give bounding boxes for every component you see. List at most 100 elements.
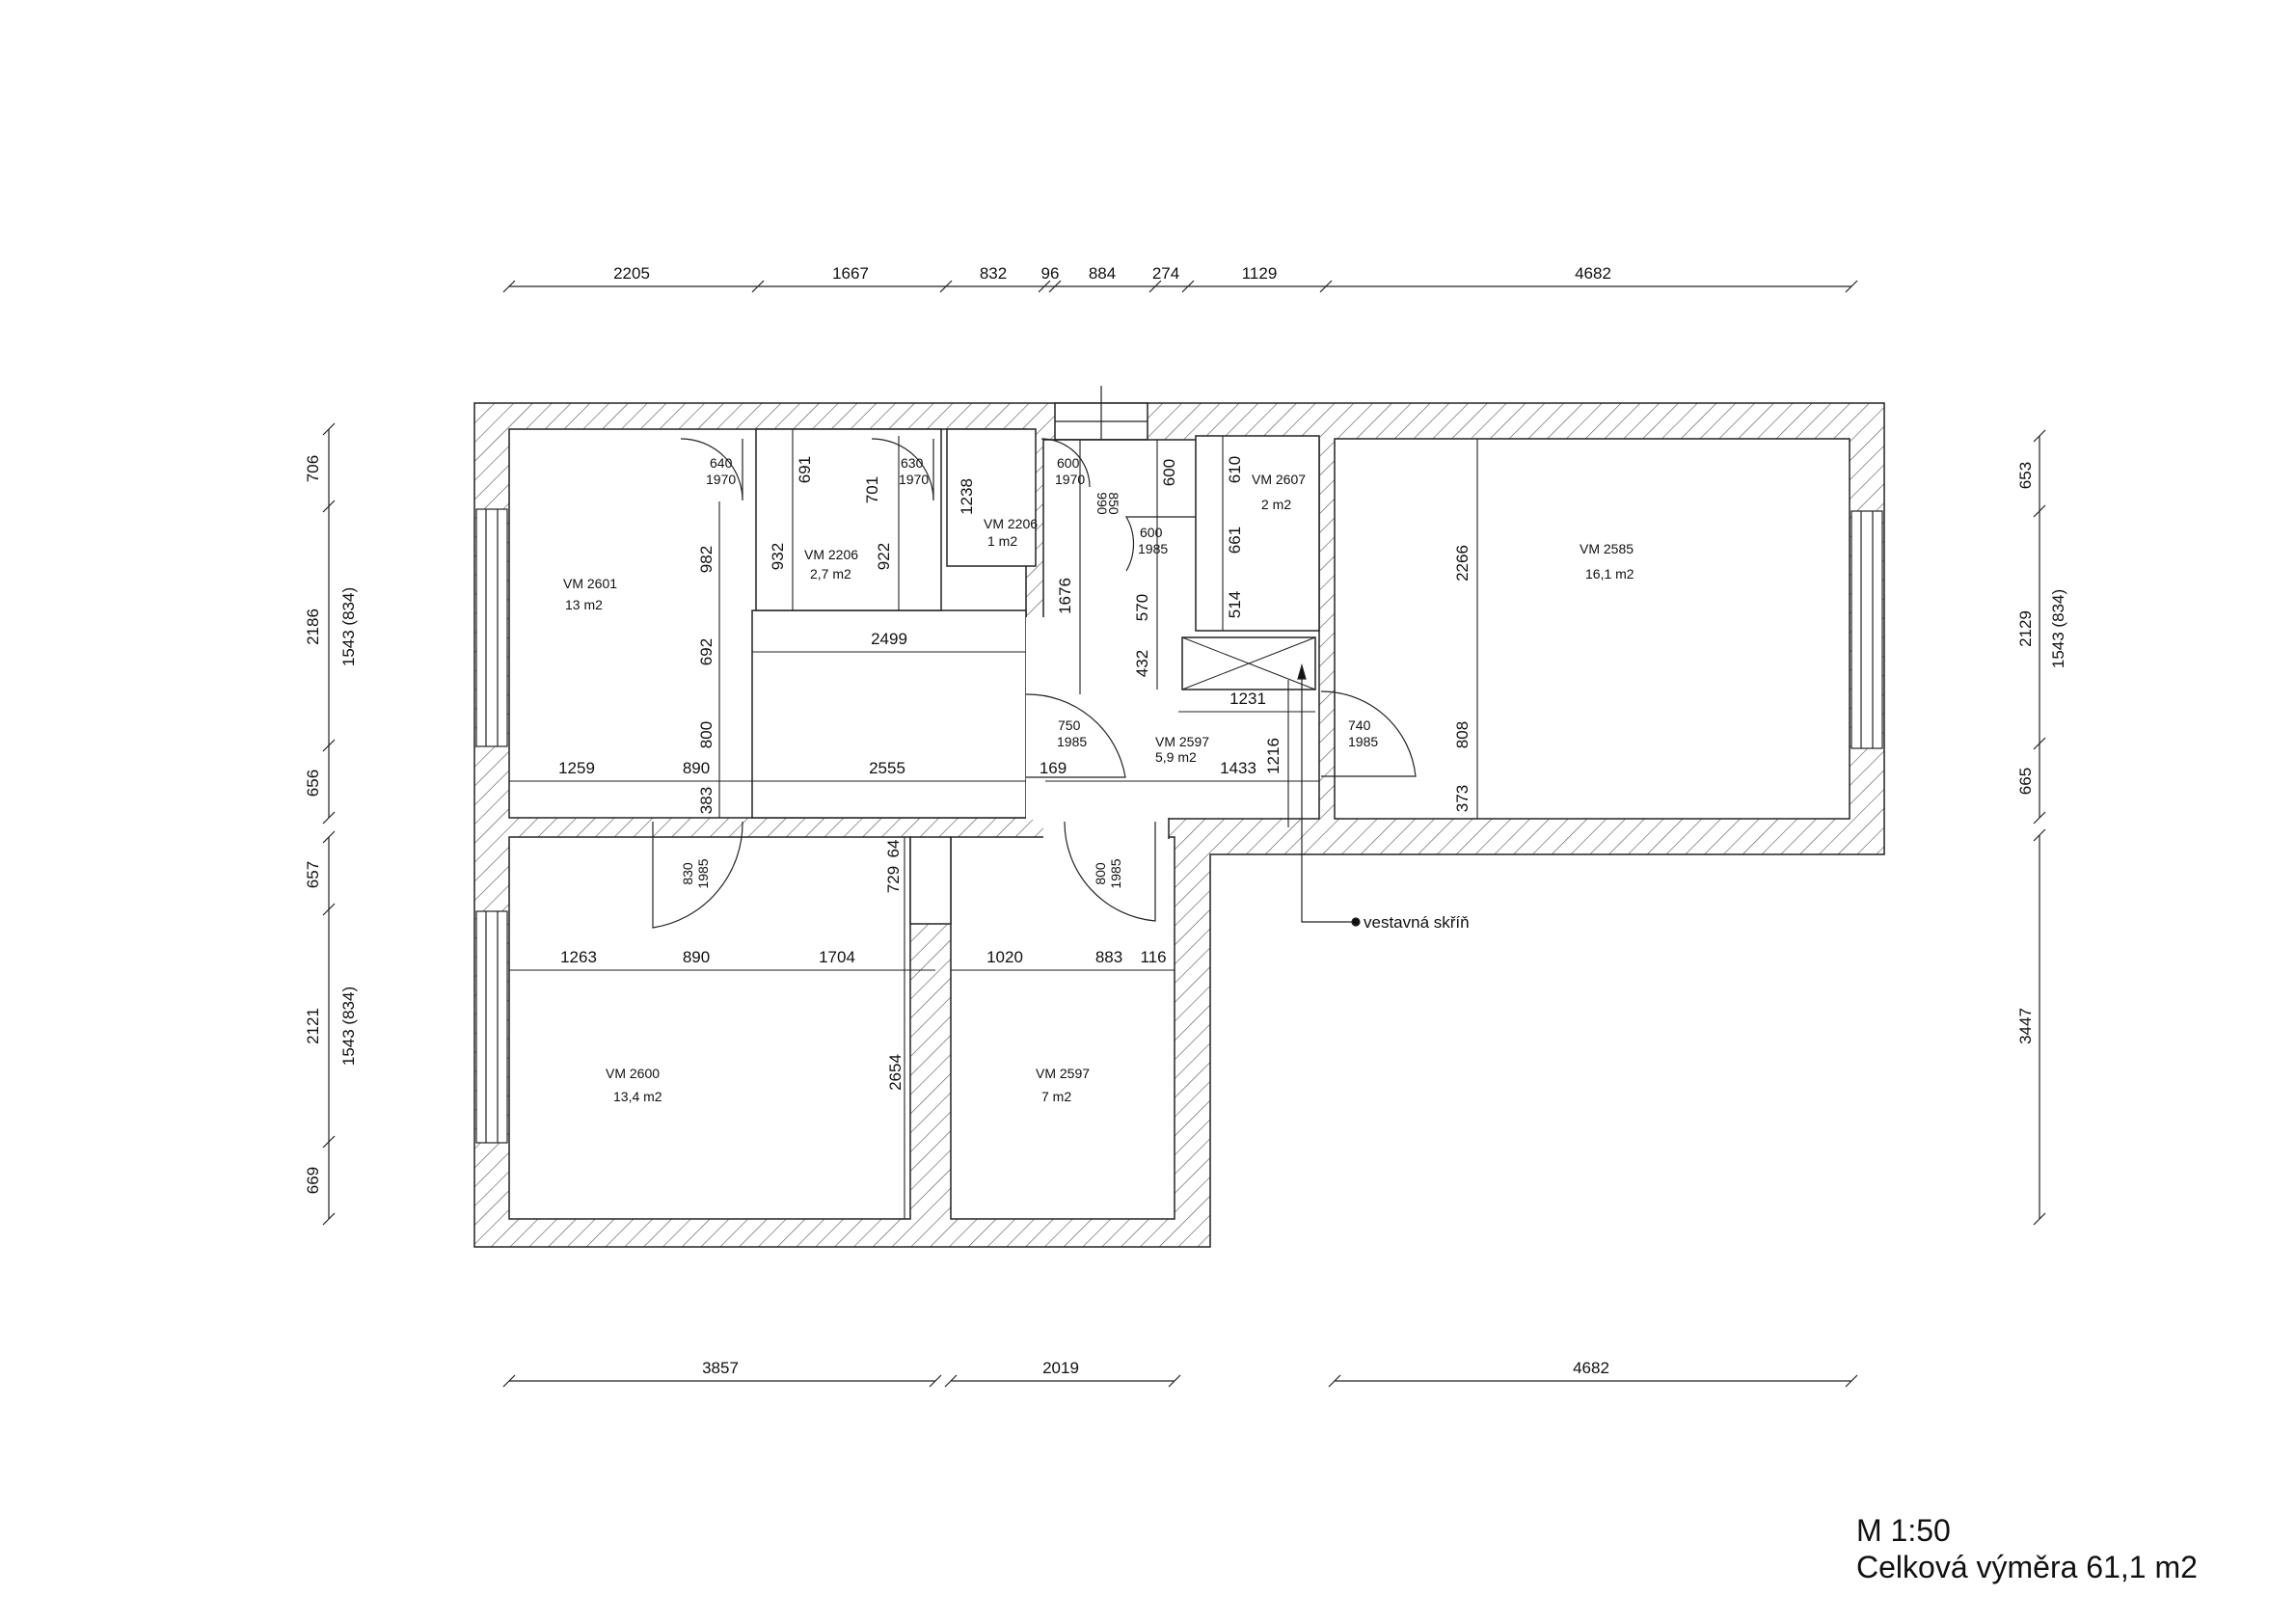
inner-dim: 1263	[560, 948, 597, 966]
door-height: 1985	[1138, 541, 1168, 556]
room-name: VM 2601	[563, 576, 617, 591]
top-dim: 832	[980, 264, 1007, 283]
inner-vertical-labels: 691 932 922 701 1238 990 850 600 610 661…	[697, 456, 1472, 1091]
inner-dim: 883	[1095, 948, 1122, 966]
room-area: 7 m2	[1041, 1089, 1071, 1104]
callout-label: vestavná skříň	[1364, 913, 1470, 932]
inner-dim: 1704	[819, 948, 855, 966]
room-vm2597-bottom	[950, 836, 1175, 1220]
room-area: 13,4 m2	[613, 1089, 662, 1104]
door-labels: 640 1970 630 1970 600 1970 600 1985 750 …	[680, 455, 1378, 889]
door-height: 1985	[695, 858, 711, 888]
room-name: VM 2206	[804, 547, 858, 562]
inner-dim: 1433	[1220, 759, 1256, 777]
right-dim: 665	[2016, 768, 2035, 795]
room-name: VM 2597	[1155, 734, 1209, 749]
left-dim: 657	[304, 861, 322, 888]
door-width: 750	[1058, 717, 1081, 733]
inner-dim: 1216	[1264, 738, 1283, 774]
room-labels: VM 2601 13 m2 VM 2206 2,7 m2 VM 2206 1 m…	[563, 472, 1634, 1104]
inner-dim: 932	[769, 543, 787, 570]
right-dim: 2129	[2016, 610, 2035, 647]
inner-dim: 890	[683, 948, 710, 966]
inner-horizontal-labels: 2499 1231 1259 890 2555 169 1433 1263 89…	[558, 630, 1266, 966]
top-dim: 1667	[832, 264, 869, 283]
inner-dim: 432	[1133, 650, 1151, 677]
bottom-dim: 4682	[1573, 1359, 1609, 1377]
inner-dim: 982	[697, 546, 716, 573]
left-dim: 669	[304, 1167, 322, 1194]
left-dim: 2121	[304, 1008, 322, 1044]
door-width: 640	[710, 455, 733, 471]
room-area: 16,1 m2	[1585, 566, 1634, 582]
inner-dim: 1238	[958, 478, 976, 515]
door-height: 1985	[1108, 858, 1123, 888]
door-height: 1970	[1055, 472, 1085, 487]
inner-dim: 64	[884, 840, 903, 858]
left-inner-dim: 1543 (834)	[339, 587, 358, 666]
left-dim: 656	[304, 770, 322, 797]
room-vm2600	[508, 836, 911, 1220]
top-dim: 1129	[1242, 264, 1278, 283]
callout-leader	[1297, 663, 1361, 927]
inner-dim: 2654	[886, 1054, 905, 1091]
window-left-bottom	[475, 910, 508, 1144]
left-dimension-labels: 706 2186 656 657 2121 669 1543 (834) 154…	[304, 455, 358, 1194]
inner-dimension-lines	[509, 429, 1478, 1219]
room-vm2206-a	[755, 428, 942, 611]
inner-dim: 514	[1226, 591, 1244, 618]
inner-dim: 691	[796, 456, 814, 483]
door-width: 740	[1348, 717, 1371, 733]
room-area: 13 m2	[565, 597, 603, 612]
right-dim: 3447	[2016, 1008, 2035, 1044]
room-area: 2,7 m2	[810, 566, 851, 582]
door-width: 800	[1093, 862, 1108, 885]
inner-dim: 729	[884, 866, 903, 893]
inner-dim: 570	[1133, 594, 1151, 621]
door-height: 1970	[706, 472, 736, 487]
inner-dim: 1231	[1229, 690, 1266, 708]
outer-dimension-lines	[328, 285, 2040, 1382]
top-dim: 274	[1152, 264, 1179, 283]
right-dim: 653	[2016, 462, 2035, 489]
room-name: VM 2600	[606, 1066, 660, 1081]
room-vm2607	[1195, 435, 1320, 632]
inner-dim: 1020	[986, 948, 1023, 966]
inner-dim: 2266	[1453, 545, 1472, 582]
inner-dim: 800	[697, 721, 716, 748]
inner-dim: 1259	[558, 759, 595, 777]
left-dim: 706	[304, 455, 322, 482]
inner-dim: 169	[1040, 759, 1067, 777]
dimension-ticks	[322, 280, 2046, 1388]
inner-dim: 383	[697, 787, 716, 814]
inner-dim: 1676	[1056, 578, 1074, 614]
inner-dim: 990	[1094, 492, 1110, 515]
room-name: VM 2597	[1036, 1066, 1090, 1081]
window-right	[1850, 510, 1883, 749]
door-width: 600	[1057, 455, 1080, 471]
room-area: 2 m2	[1261, 497, 1291, 512]
door-width: 600	[1140, 525, 1163, 540]
window-left-top	[475, 508, 508, 747]
top-dimension-labels: 2205 1667 832 96 884 274 1129 4682	[613, 264, 1611, 283]
top-dim: 2205	[613, 264, 650, 283]
top-dim: 4682	[1575, 264, 1611, 283]
scale-label: M 1:50	[1856, 1513, 1951, 1548]
inner-dim: 692	[697, 638, 716, 665]
left-inner-dim: 1543 (834)	[339, 987, 358, 1066]
inner-dim: 922	[875, 543, 893, 570]
top-dim: 96	[1041, 264, 1060, 283]
walls	[473, 386, 1885, 1248]
inner-dim: 610	[1226, 456, 1244, 483]
top-dim: 884	[1089, 264, 1116, 283]
inner-dim: 2499	[871, 630, 907, 648]
door-height: 1970	[899, 472, 929, 487]
inner-dim: 850	[1106, 492, 1121, 515]
room-name: VM 2607	[1252, 472, 1306, 487]
total-area-label: Celková výměra 61,1 m2	[1856, 1550, 2198, 1584]
door-height: 1985	[1057, 734, 1087, 749]
room-area: 1 m2	[987, 533, 1017, 549]
bottom-dim: 2019	[1042, 1359, 1079, 1377]
room-name: VM 2206	[984, 516, 1038, 531]
